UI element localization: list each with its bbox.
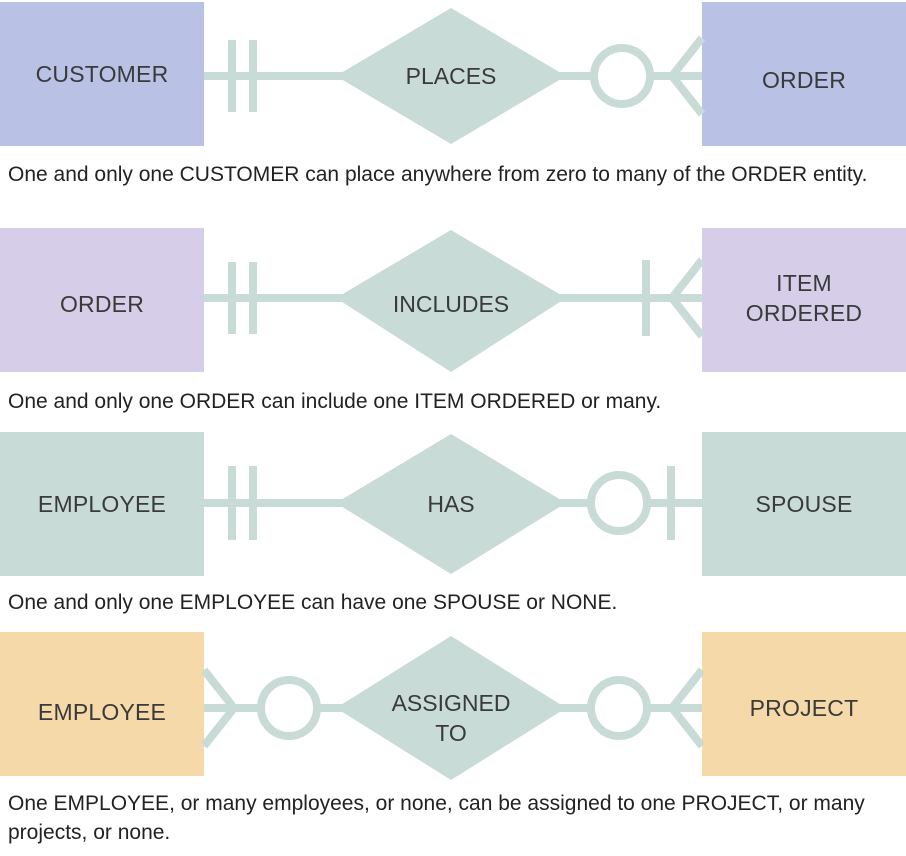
zero-circle-icon [587,471,651,535]
relationship-diamond-places [336,8,566,144]
zero-circle-icon [587,676,651,740]
entity-spouse: SPOUSE [755,491,853,517]
entity-box-employee [0,432,204,576]
entity-box-item-ordered [702,228,906,372]
caption-row-3: One and only one EMPLOYEE can have one S… [8,591,618,614]
entity-order-2: ORDER [59,291,145,317]
relationship-label-places: PLACES [405,63,497,89]
entity-box-project [702,632,906,776]
entity-customer: CUSTOMER [35,61,169,87]
entity-box-employee-2 [0,632,204,776]
relationship-label-assigned-to: ASSIGNED TO [391,690,511,746]
entity-order: ORDER [761,67,847,93]
caption-row-4: One EMPLOYEE, or many employees, or none… [8,792,865,844]
zero-circle-icon [590,44,654,108]
entity-box-order-2 [0,228,204,372]
entity-box-spouse [702,432,906,576]
relationship-diamond-includes [336,230,566,372]
crows-foot-icon [666,667,706,749]
crows-foot-icon [200,667,240,749]
entity-employee: EMPLOYEE [37,491,167,517]
entity-box-customer [0,2,204,146]
crows-foot-icon [666,257,706,339]
entity-box-order [702,2,906,146]
relationship-diamond-assigned-to [336,636,566,780]
caption-row-1: One and only one CUSTOMER can place anyw… [8,163,868,186]
crows-foot-icon [666,35,706,117]
entity-employee-2: EMPLOYEE [37,699,167,725]
relationship-label-has: HAS [427,491,475,517]
entity-item-ordered: ITEM ORDERED [745,270,863,326]
entity-project: PROJECT [749,695,859,721]
zero-circle-icon [257,676,321,740]
relationship-label-includes: INCLUDES [392,291,510,317]
relationship-diamond-has [336,434,566,574]
caption-row-2: One and only one ORDER can include one I… [8,390,662,413]
